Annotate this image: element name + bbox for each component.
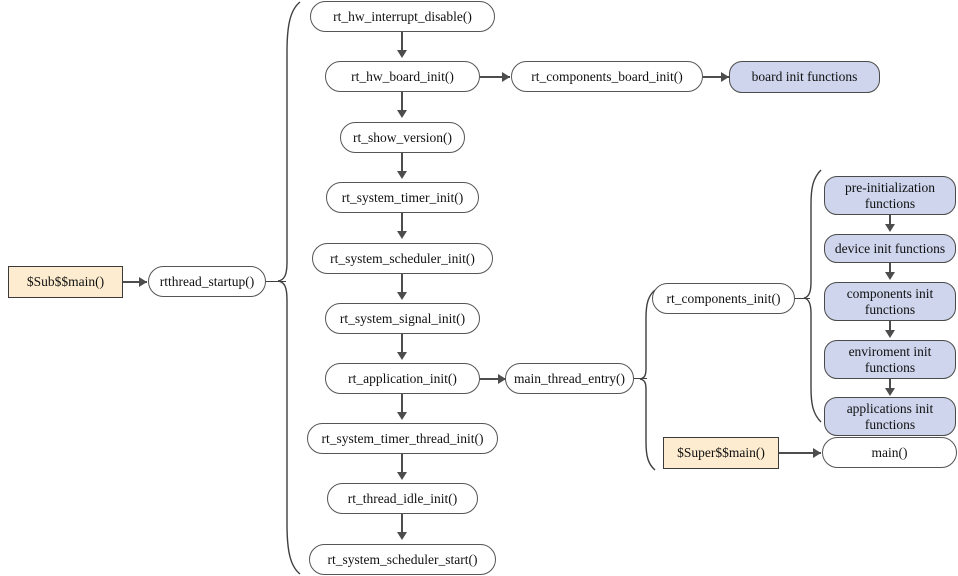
node-rt-hw-interrupt-disable-label: rt_hw_interrupt_disable() xyxy=(333,8,472,24)
node-rtthread-startup[interactable]: rtthread_startup() xyxy=(148,266,266,297)
node-board-init-functions-label: board init functions xyxy=(751,69,858,85)
arrowhead-4 xyxy=(397,231,407,239)
edge-8 xyxy=(401,454,403,475)
node-applications-init-functions[interactable]: applications init functions xyxy=(824,397,956,436)
arrowhead-supermain-to-main xyxy=(813,448,821,458)
node-sub-main[interactable]: $Sub$$main() xyxy=(8,266,123,298)
node-rt-hw-board-init[interactable]: rt_hw_board_init() xyxy=(325,61,480,92)
node-main-thread-entry-label: main_thread_entry() xyxy=(514,370,625,386)
edge-supermain-to-main xyxy=(779,452,821,454)
brace-init-functions-group xyxy=(802,168,824,424)
arrowhead-init-2 xyxy=(885,272,895,280)
node-rt-thread-idle-init[interactable]: rt_thread_idle_init() xyxy=(327,483,478,514)
node-rt-system-signal-init[interactable]: rt_system_signal_init() xyxy=(325,303,480,334)
node-rt-show-version-label: rt_show_version() xyxy=(353,129,452,145)
arrowhead-init-1 xyxy=(885,224,895,232)
edge-4 xyxy=(401,213,403,234)
node-rt-system-timer-init[interactable]: rt_system_timer_init() xyxy=(326,182,479,213)
node-rt-application-init-label: rt_application_init() xyxy=(348,370,457,386)
node-rt-system-signal-init-label: rt_system_signal_init() xyxy=(339,310,466,326)
edge-init-2 xyxy=(889,263,891,276)
arrowhead-6 xyxy=(397,352,407,360)
arrowhead-8 xyxy=(397,472,407,480)
node-rt-show-version[interactable]: rt_show_version() xyxy=(340,122,465,153)
node-rt-hw-board-init-label: rt_hw_board_init() xyxy=(351,68,454,84)
node-super-main[interactable]: $Super$$main() xyxy=(663,437,779,469)
connector-componentsinit-to-brace xyxy=(795,298,810,300)
edge-components-to-boardfuncs xyxy=(703,76,729,78)
node-rt-system-scheduler-start[interactable]: rt_system_scheduler_start() xyxy=(309,544,496,575)
node-main-label: main() xyxy=(871,444,908,460)
node-enviroment-init-functions-label: enviroment init functions xyxy=(848,344,932,375)
node-rt-system-scheduler-init[interactable]: rt_system_scheduler_init() xyxy=(312,243,493,274)
node-main[interactable]: main() xyxy=(822,437,957,468)
arrowhead-7 xyxy=(397,412,407,420)
node-rt-thread-idle-init-label: rt_thread_idle_init() xyxy=(347,490,458,506)
node-rt-system-scheduler-start-label: rt_system_scheduler_start() xyxy=(327,551,478,567)
arrowhead-2 xyxy=(397,110,407,118)
arrowhead-5 xyxy=(397,292,407,300)
edge-init-1 xyxy=(889,215,891,228)
arrowhead-boardinit-to-components xyxy=(502,72,510,82)
brace-main-thread-entry-group xyxy=(638,288,658,472)
node-rt-system-scheduler-init-label: rt_system_scheduler_init() xyxy=(330,250,475,266)
edge-7 xyxy=(401,394,403,415)
edge-9 xyxy=(401,514,403,535)
connector-startup-to-brace xyxy=(266,281,286,283)
edge-init-3 xyxy=(889,321,891,334)
node-applications-init-functions-label: applications init functions xyxy=(846,401,934,432)
arrowhead-appinit-to-mainthread xyxy=(498,374,506,384)
node-rt-components-init-label: rt_components_init() xyxy=(666,290,781,306)
node-pre-initialization-functions-label: pre-initialization functions xyxy=(845,180,935,211)
edge-2 xyxy=(401,92,403,113)
node-rt-components-init[interactable]: rt_components_init() xyxy=(652,283,795,314)
node-main-thread-entry[interactable]: main_thread_entry() xyxy=(505,363,634,394)
node-rt-components-board-init-label: rt_components_board_init() xyxy=(531,68,683,84)
node-board-init-functions[interactable]: board init functions xyxy=(729,61,880,93)
arrowhead-init-4 xyxy=(885,388,895,396)
node-components-init-functions[interactable]: components init functions xyxy=(824,282,956,321)
node-sub-main-label: $Sub$$main() xyxy=(26,274,105,290)
edge-6 xyxy=(401,334,403,355)
node-enviroment-init-functions[interactable]: enviroment init functions xyxy=(824,340,956,379)
edge-3 xyxy=(401,153,403,174)
arrowhead-1 xyxy=(397,50,407,58)
node-rt-hw-interrupt-disable[interactable]: rt_hw_interrupt_disable() xyxy=(310,1,495,32)
edge-submain-to-startup xyxy=(123,281,147,283)
node-rtthread-startup-label: rtthread_startup() xyxy=(159,273,255,289)
arrowhead-components-to-boardfuncs xyxy=(721,72,729,82)
node-device-init-functions-label: device init functions xyxy=(834,240,946,256)
arrowhead-3 xyxy=(397,171,407,179)
arrowhead-9 xyxy=(397,532,407,540)
node-components-init-functions-label: components init functions xyxy=(846,286,934,317)
node-super-main-label: $Super$$main() xyxy=(677,445,765,461)
edge-init-4 xyxy=(889,379,891,392)
edge-appinit-to-mainthread xyxy=(480,378,506,380)
edge-boardinit-to-components xyxy=(480,76,510,78)
edge-1 xyxy=(401,32,403,53)
arrowhead-submain-to-startup xyxy=(139,277,147,287)
arrowhead-init-3 xyxy=(885,330,895,338)
brace-startup-sequence xyxy=(276,0,302,576)
node-pre-initialization-functions[interactable]: pre-initialization functions xyxy=(824,176,956,215)
node-rt-application-init[interactable]: rt_application_init() xyxy=(325,363,480,394)
node-rt-system-timer-thread-init-label: rt_system_timer_thread_init() xyxy=(321,430,484,446)
node-rt-components-board-init[interactable]: rt_components_board_init() xyxy=(511,61,703,92)
node-rt-system-timer-init-label: rt_system_timer_init() xyxy=(341,189,464,205)
edge-5 xyxy=(401,274,403,295)
node-device-init-functions[interactable]: device init functions xyxy=(824,234,956,263)
node-rt-system-timer-thread-init[interactable]: rt_system_timer_thread_init() xyxy=(307,423,498,454)
